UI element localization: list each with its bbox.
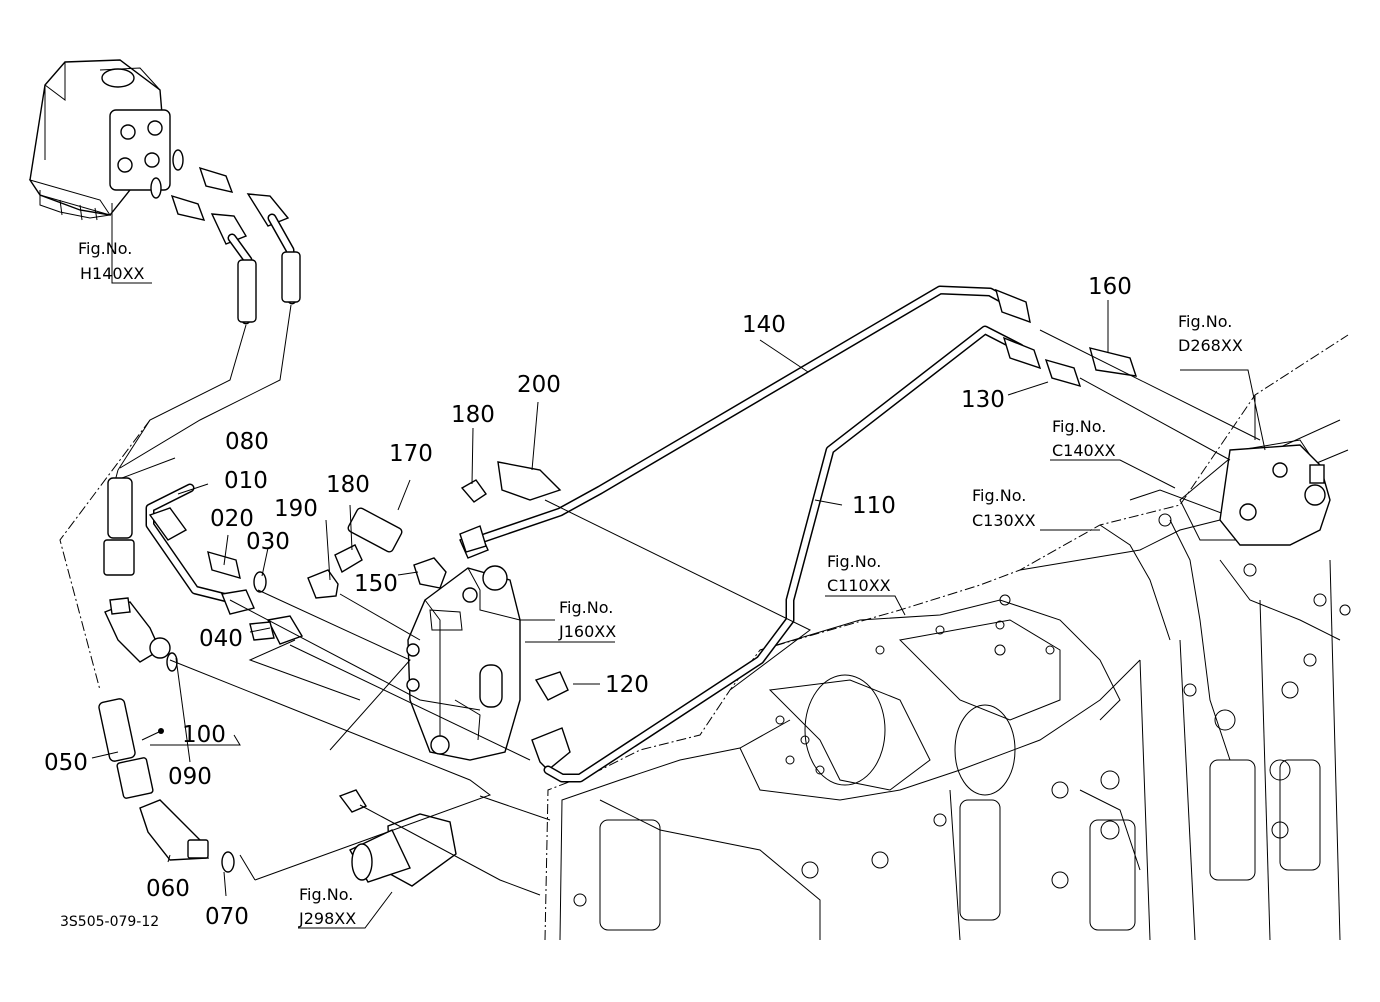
fig-ref-j298-prefix: Fig.No.	[299, 885, 353, 904]
hydraulic-hoses	[59, 213, 304, 873]
callout-110: 110	[852, 493, 896, 519]
fig-ref-h140: H140XX	[80, 264, 145, 283]
fig-ref-c140-prefix: Fig.No.	[1052, 417, 1106, 436]
fig-ref-j160-prefix: Fig.No.	[559, 598, 613, 617]
callout-080: 080	[225, 429, 269, 455]
callout-180-upper: 180	[451, 402, 495, 428]
steering-unit	[28, 59, 171, 221]
callout-030: 030	[246, 529, 290, 555]
callout-200: 200	[517, 372, 561, 398]
fig-ref-h140-prefix: Fig.No.	[78, 239, 132, 258]
callout-050: 050	[44, 750, 88, 776]
valve-fittings	[307, 461, 571, 771]
control-valve	[406, 565, 521, 761]
fig-ref-d268: D268XX	[1178, 336, 1243, 355]
callout-040: 040	[199, 626, 243, 652]
part-callouts: 080 010 020 030 040 050 060 070 090 100 …	[44, 274, 1132, 930]
steel-pipes	[459, 285, 1138, 783]
diagram-code: 3S505-079-12	[60, 914, 159, 930]
callout-010: 010	[224, 468, 268, 494]
fig-ref-c110: C110XX	[827, 576, 891, 595]
callout-190: 190	[274, 496, 318, 522]
callout-170: 170	[389, 441, 433, 467]
fig-ref-j298: J298XX	[298, 909, 356, 928]
callout-180-lower: 180	[326, 472, 370, 498]
callout-020: 020	[210, 506, 254, 532]
fig-ref-c140: C140XX	[1052, 441, 1116, 460]
callout-070: 070	[205, 904, 249, 930]
callout-100: 100	[182, 722, 226, 748]
callout-140: 140	[742, 312, 786, 338]
leader-lines	[91, 203, 1266, 929]
callout-060: 060	[146, 876, 190, 902]
fig-ref-c130-prefix: Fig.No.	[972, 486, 1026, 505]
callout-160: 160	[1088, 274, 1132, 300]
solenoid-block	[338, 789, 457, 887]
callout-130: 130	[961, 387, 1005, 413]
fig-ref-j160: J160XX	[558, 622, 616, 641]
figure-references: Fig.No. H140XX Fig.No. J160XX Fig.No. J2…	[78, 239, 1243, 928]
transmission-housing	[544, 334, 1351, 941]
callout-090: 090	[168, 764, 212, 790]
fig-ref-c130: C130XX	[972, 511, 1036, 530]
fig-ref-d268-prefix: Fig.No.	[1178, 312, 1232, 331]
fig-ref-c110-prefix: Fig.No.	[827, 552, 881, 571]
callout-120: 120	[605, 672, 649, 698]
steering-fittings	[150, 149, 290, 245]
callout-150: 150	[354, 571, 398, 597]
